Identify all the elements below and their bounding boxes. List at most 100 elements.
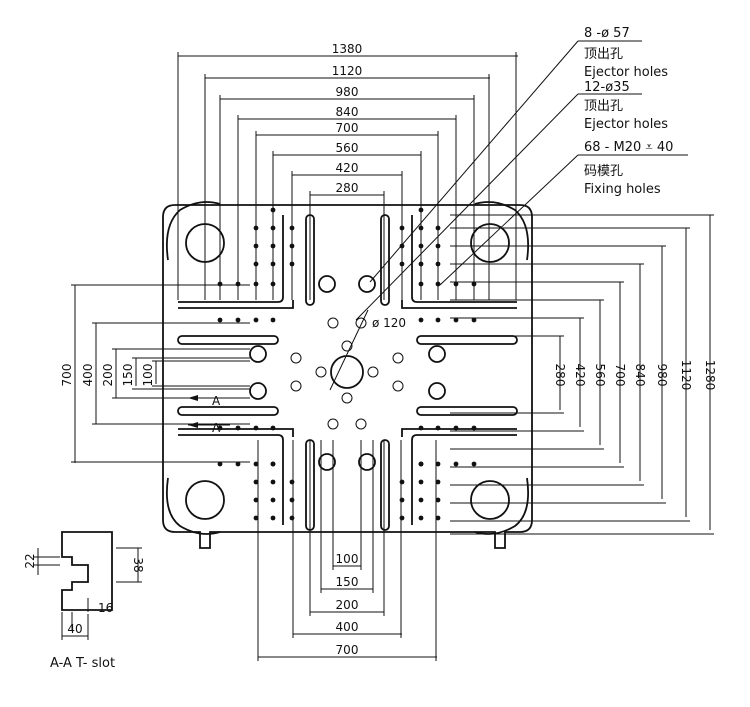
fixing-hole — [253, 479, 259, 485]
ejector-holes-35 — [290, 317, 404, 430]
fixing-hole — [270, 515, 276, 521]
dim-left-400: 400 — [81, 364, 95, 387]
note-ejector35-spec: 12-ø35 — [584, 80, 630, 95]
fixing-hole — [471, 317, 477, 323]
platen-outline — [162, 201, 533, 549]
fixing-hole — [418, 497, 424, 503]
dim-right-1280: 1280 — [703, 360, 717, 391]
fixing-hole — [399, 497, 405, 503]
fixing-hole — [253, 425, 259, 431]
center-hole — [330, 355, 364, 389]
dim-top-840: 840 — [336, 105, 359, 119]
dim-top-420: 420 — [336, 161, 359, 175]
dim-top-980: 980 — [336, 85, 359, 99]
fixing-hole — [235, 317, 241, 323]
fixing-hole — [418, 317, 424, 323]
note-fixing-cn: 码模孔 — [584, 164, 623, 179]
note-ejector57-en: Ejector holes — [584, 65, 668, 80]
dim-bottom-150: 150 — [336, 575, 359, 589]
fixing-hole — [289, 497, 295, 503]
tslot-dim-22: 22 — [23, 553, 37, 568]
dim-bottom-400: 400 — [336, 620, 359, 634]
dim-left-200: 200 — [101, 364, 115, 387]
fixing-hole — [235, 425, 241, 431]
dim-right-840: 840 — [633, 364, 647, 387]
fixing-hole — [453, 317, 459, 323]
fixing-hole — [435, 479, 441, 485]
left-dimensions: 700 400 200 150 100 — [60, 285, 157, 463]
section-marks: A A — [188, 394, 230, 435]
note-fixing-spec: 68 - M20 ⩡ 40 — [584, 140, 673, 155]
fixing-hole — [471, 461, 477, 467]
fixing-hole — [435, 515, 441, 521]
fixing-hole — [217, 317, 223, 323]
dim-top-560: 560 — [336, 141, 359, 155]
fixing-hole — [270, 479, 276, 485]
fixing-hole — [418, 515, 424, 521]
fixing-hole — [453, 425, 459, 431]
dim-right-280: 280 — [553, 364, 567, 387]
fixing-hole — [253, 317, 259, 323]
fixing-hole — [289, 515, 295, 521]
top-dimensions: 1380 1120 980 840 700 560 420 280 — [178, 42, 518, 196]
dim-top-700: 700 — [336, 121, 359, 135]
note-fixing-en: Fixing holes — [584, 182, 661, 197]
note-ejector35-en: Ejector holes — [584, 117, 668, 132]
dim-right-420: 420 — [573, 364, 587, 387]
fixing-hole — [435, 497, 441, 503]
dim-bottom-100: 100 — [336, 552, 359, 566]
note-ejector57-spec: 8 -ø 57 — [584, 26, 630, 41]
fixing-hole — [435, 461, 441, 467]
dim-right-1120: 1120 — [679, 360, 693, 391]
dim-top-1380: 1380 — [332, 42, 363, 56]
tslot-dim-38: 38 — [131, 557, 145, 572]
fixing-hole — [435, 425, 441, 431]
dim-right-560: 560 — [593, 364, 607, 387]
dim-right-700: 700 — [613, 364, 627, 387]
fixing-hole — [253, 461, 259, 467]
note-ejector57-cn: 顶出孔 — [584, 47, 623, 62]
fixing-hole — [435, 317, 441, 323]
fixing-hole — [270, 317, 276, 323]
fixing-hole — [471, 425, 477, 431]
fixing-hole — [270, 461, 276, 467]
right-dimensions: 280 420 560 700 840 980 1120 1280 — [553, 215, 717, 530]
dim-left-100: 100 — [141, 364, 155, 387]
tslot-dim-16: 16 — [98, 601, 113, 615]
dim-top-280: 280 — [336, 181, 359, 195]
section-mark-lower: A — [212, 421, 221, 435]
tslot-caption: A-A T- slot — [50, 656, 115, 671]
dim-bottom-700: 700 — [336, 643, 359, 657]
t-slots — [177, 214, 518, 531]
tie-bar-holes — [185, 223, 510, 520]
dim-left-700: 700 — [60, 364, 74, 387]
fixing-hole — [418, 425, 424, 431]
bottom-dimensions: 100 150 200 400 700 — [258, 552, 437, 658]
tslot-dim-40: 40 — [67, 622, 82, 636]
dim-top-1120: 1120 — [332, 64, 363, 78]
fixing-hole — [418, 479, 424, 485]
fixing-hole — [270, 497, 276, 503]
fixing-hole — [399, 479, 405, 485]
fixing-hole — [253, 515, 259, 521]
center-diameter-label: ø 120 — [372, 316, 406, 330]
section-mark-upper: A — [212, 394, 221, 408]
fixing-hole — [399, 515, 405, 521]
fixing-hole — [270, 425, 276, 431]
fixing-hole — [217, 425, 223, 431]
dim-right-980: 980 — [655, 364, 669, 387]
notes: 8 -ø 57 顶出孔 Ejector holes 12-ø35 顶出孔 Eje… — [355, 26, 688, 321]
fixing-hole — [235, 461, 241, 467]
dim-left-150: 150 — [121, 364, 135, 387]
t-slot-section: 22 38 16 40 A-A T- slot — [23, 531, 145, 671]
fixing-hole — [453, 461, 459, 467]
fixing-hole — [289, 479, 295, 485]
fixing-hole — [418, 461, 424, 467]
note-ejector35-cn: 顶出孔 — [584, 99, 623, 114]
extension-lines — [71, 52, 714, 661]
center-diameter-callout: ø 120 — [329, 309, 406, 391]
dim-bottom-200: 200 — [336, 598, 359, 612]
ejector-holes-57 — [249, 275, 446, 471]
fixing-hole — [253, 497, 259, 503]
